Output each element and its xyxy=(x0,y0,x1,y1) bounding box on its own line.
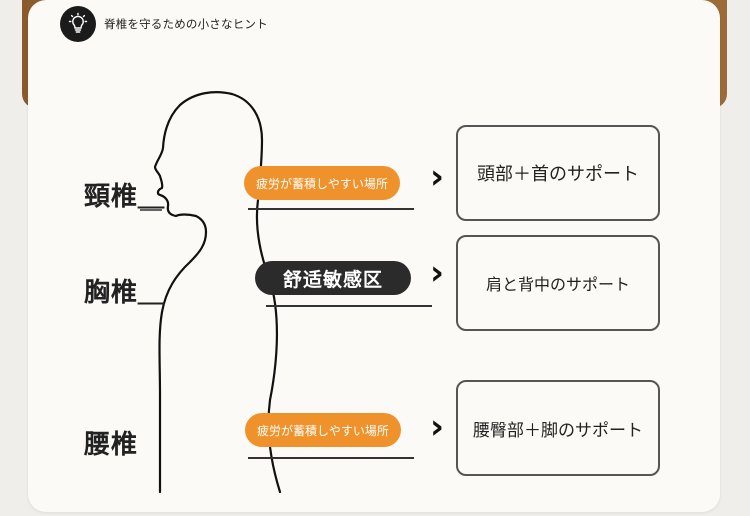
underline-thoracic xyxy=(266,305,432,307)
chevron-right-icon: › xyxy=(430,253,445,293)
chevron-right-icon: › xyxy=(430,157,445,197)
region-label-thoracic: 胸椎＿ xyxy=(84,278,166,308)
body-outline xyxy=(153,91,282,494)
tag-pill-lumbar: 疲労が蓄積しやすい場所 xyxy=(245,413,401,447)
lightbulb-icon xyxy=(60,6,96,42)
card-header: 脊椎を守るための小さなヒント xyxy=(60,6,268,42)
support-box-cervical: 頭部＋首のサポート xyxy=(456,125,660,221)
tag-pill-cervical: 疲労が蓄積しやすい場所 xyxy=(244,166,400,200)
chevron-right-icon: › xyxy=(430,407,445,447)
region-label-cervical: 頸椎＿ xyxy=(84,182,166,212)
region-label-lumbar: 腰椎 xyxy=(84,430,139,460)
support-box-lumbar: 腰臀部＋脚のサポート xyxy=(456,380,660,476)
underline-cervical xyxy=(248,208,414,210)
underline-lumbar xyxy=(248,457,414,459)
tag-pill-thoracic: 舒适敏感区 xyxy=(255,261,411,295)
card-title: 脊椎を守るための小さなヒント xyxy=(104,17,268,31)
support-box-thoracic: 肩と背中のサポート xyxy=(456,235,660,331)
